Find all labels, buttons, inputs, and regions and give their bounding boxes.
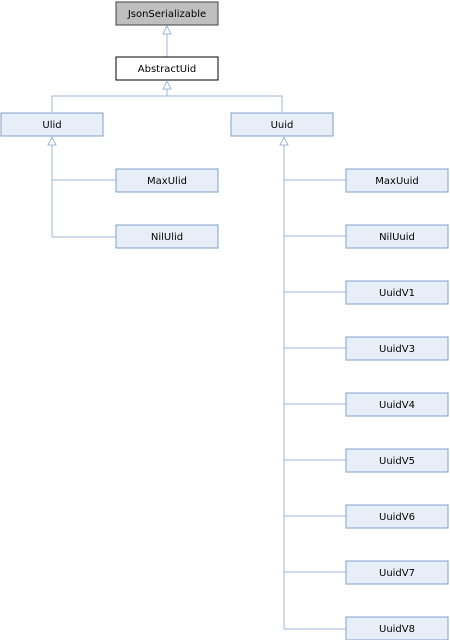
class-node-uuidv7[interactable]: UuidV7 — [345, 560, 449, 585]
class-label: NilUlid — [151, 232, 183, 243]
class-node-nilulid[interactable]: NilUlid — [115, 224, 219, 249]
class-label: UuidV5 — [379, 456, 415, 467]
class-node-uuid[interactable]: Uuid — [230, 112, 334, 137]
class-label: UuidV1 — [379, 288, 415, 299]
class-node-uuidv6[interactable]: UuidV6 — [345, 504, 449, 529]
class-label: UuidV3 — [379, 344, 415, 355]
class-node-uuidv1[interactable]: UuidV1 — [345, 280, 449, 305]
class-label: UuidV7 — [379, 568, 415, 579]
class-label: Ulid — [42, 120, 61, 131]
inheritance-arrowhead — [162, 24, 172, 35]
class-node-uuidv4[interactable]: UuidV4 — [345, 392, 449, 417]
class-label: UuidV4 — [379, 400, 415, 411]
inheritance-arrowhead — [162, 79, 172, 90]
inheritance-arrowhead — [47, 135, 57, 146]
class-node-uuidv8[interactable]: UuidV8 — [345, 616, 449, 640]
class-label: UuidV8 — [379, 624, 415, 635]
class-label: MaxUuid — [375, 176, 418, 187]
class-node-uuidv5[interactable]: UuidV5 — [345, 448, 449, 473]
class-label: JsonSerializable — [127, 9, 206, 20]
edge-ulid-children — [51, 137, 116, 238]
class-label: MaxUlid — [147, 176, 187, 187]
class-label: AbstractUid — [138, 64, 196, 75]
class-node-jsonserializable[interactable]: JsonSerializable — [115, 1, 219, 26]
class-label: UuidV6 — [379, 512, 415, 523]
class-node-ulid[interactable]: Ulid — [0, 112, 104, 137]
class-node-niluuid[interactable]: NilUuid — [345, 224, 449, 249]
edge-uuid-children — [283, 137, 346, 630]
class-node-uuidv3[interactable]: UuidV3 — [345, 336, 449, 361]
inheritance-arrowhead — [279, 135, 289, 146]
class-node-abstractuid[interactable]: AbstractUid — [115, 56, 219, 81]
class-label: Uuid — [271, 120, 294, 131]
class-label: NilUuid — [379, 232, 415, 243]
class-node-maxuuid[interactable]: MaxUuid — [345, 168, 449, 193]
class-node-maxulid[interactable]: MaxUlid — [115, 168, 219, 193]
